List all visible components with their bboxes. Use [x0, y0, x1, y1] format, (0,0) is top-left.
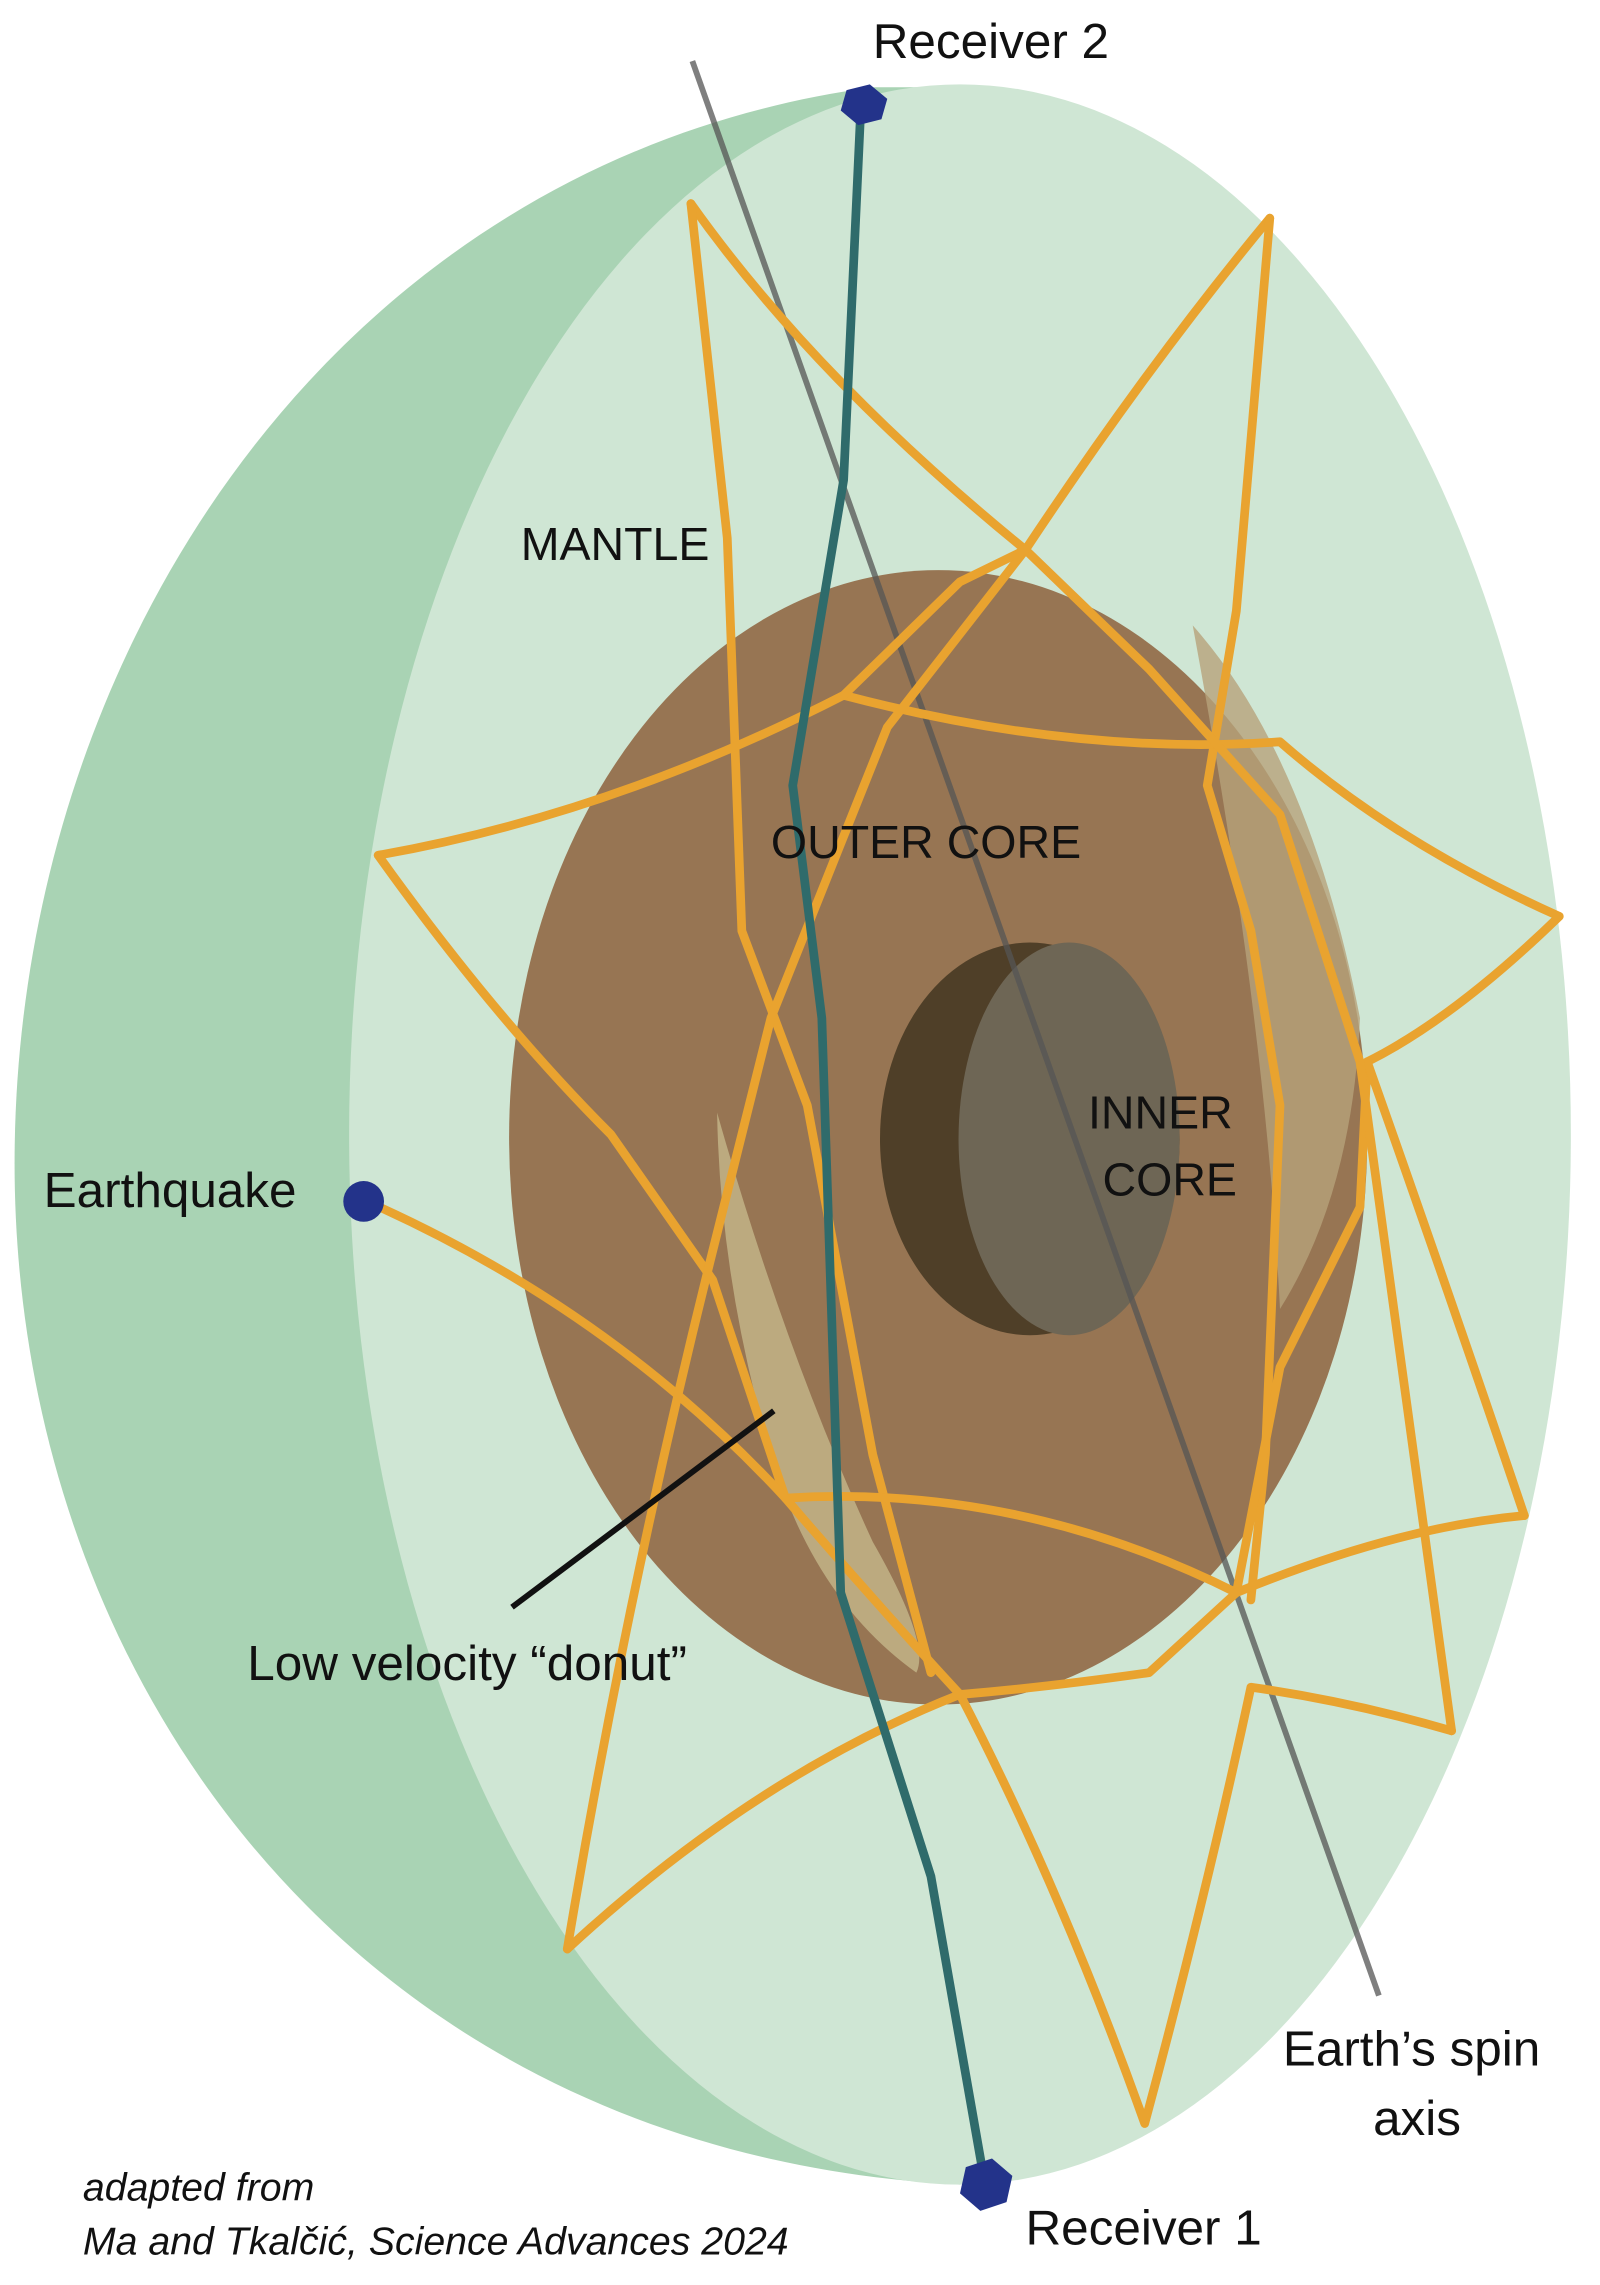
ray-path: [373, 690, 1564, 921]
spin-axis: [689, 60, 1382, 1997]
donut-pointer-line: [510, 1408, 776, 1610]
spin-axis-label-line1: Earth’s spin: [1283, 2021, 1540, 2076]
low-velocity-donut: [717, 1112, 920, 1673]
receiver-1-marker: [959, 2158, 1013, 2211]
ray-path: [562, 545, 1456, 1954]
earthquake-marker: [343, 1181, 385, 1222]
outer-core-light-section: [1192, 625, 1360, 1310]
outer-core-label: OUTER CORE: [771, 816, 1081, 868]
ray-path: [373, 850, 790, 1503]
ray-path: [1362, 1057, 1529, 1520]
ray-path: [359, 1195, 1529, 1598]
donut-label: Low velocity “donut”: [247, 1636, 687, 1691]
ray-path: [839, 545, 1030, 700]
inner-core-label-line2: CORE: [1103, 1154, 1237, 1206]
receiver-2-label: Receiver 2: [873, 14, 1109, 69]
inner-core-face: [958, 942, 1180, 1336]
mantle-label: MANTLE: [521, 518, 710, 570]
spin-axis-label-line2: axis: [1373, 2091, 1461, 2146]
earthquake-label: Earthquake: [44, 1163, 297, 1218]
receiver-1-label: Receiver 1: [1025, 2200, 1261, 2255]
inner-core-label-line1: INNER: [1088, 1087, 1233, 1139]
receiver-path: [788, 101, 988, 2176]
seismic-rays: [359, 199, 1564, 2128]
caption-line1: adapted from: [83, 2166, 314, 2210]
ray-path: [562, 1682, 1456, 2128]
receiver-2-marker: [840, 84, 888, 126]
caption-line2: Ma and Tkalčić, Science Advances 2024: [83, 2219, 789, 2263]
